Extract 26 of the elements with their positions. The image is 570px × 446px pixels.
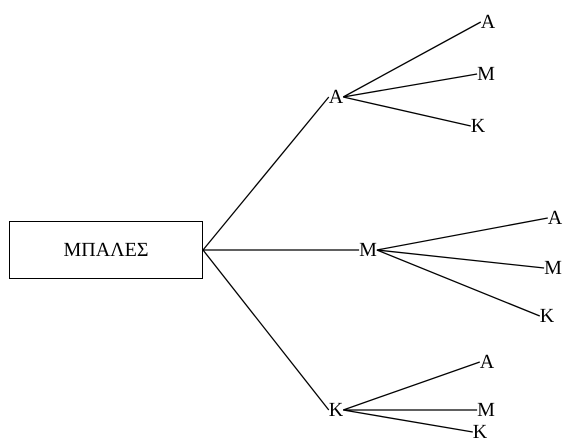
connector-line [343,96,471,127]
connector-line [343,361,480,411]
connector-line [343,409,473,433]
connector-line [376,217,548,251]
tree-node-label: Κ [540,305,554,327]
tree-node-label: Κ [470,115,486,137]
tree-node-label: Α [480,11,496,33]
connector-line [203,249,360,251]
process-box [9,221,203,279]
box-label: ΜΠΑΛΕΣ [63,239,149,261]
connector-line [202,96,330,250]
tree-node-label: Μ [477,63,495,85]
connector-line [376,249,540,317]
tree-node-label: Α [548,207,562,229]
tree-node-label: Μ [477,399,495,421]
connector-line [376,249,544,269]
connector-line [202,250,330,410]
tree-node-label: Α [480,351,494,373]
tree-node-label: Κ [472,421,488,443]
tree-node-label: Κ [328,399,344,421]
tree-node-label: Μ [359,239,377,261]
tree-node-label: Α [328,86,344,108]
connector-line [343,409,478,411]
connector-line [343,73,478,98]
tree-node-label: Μ [544,257,562,279]
connector-line [342,21,482,98]
